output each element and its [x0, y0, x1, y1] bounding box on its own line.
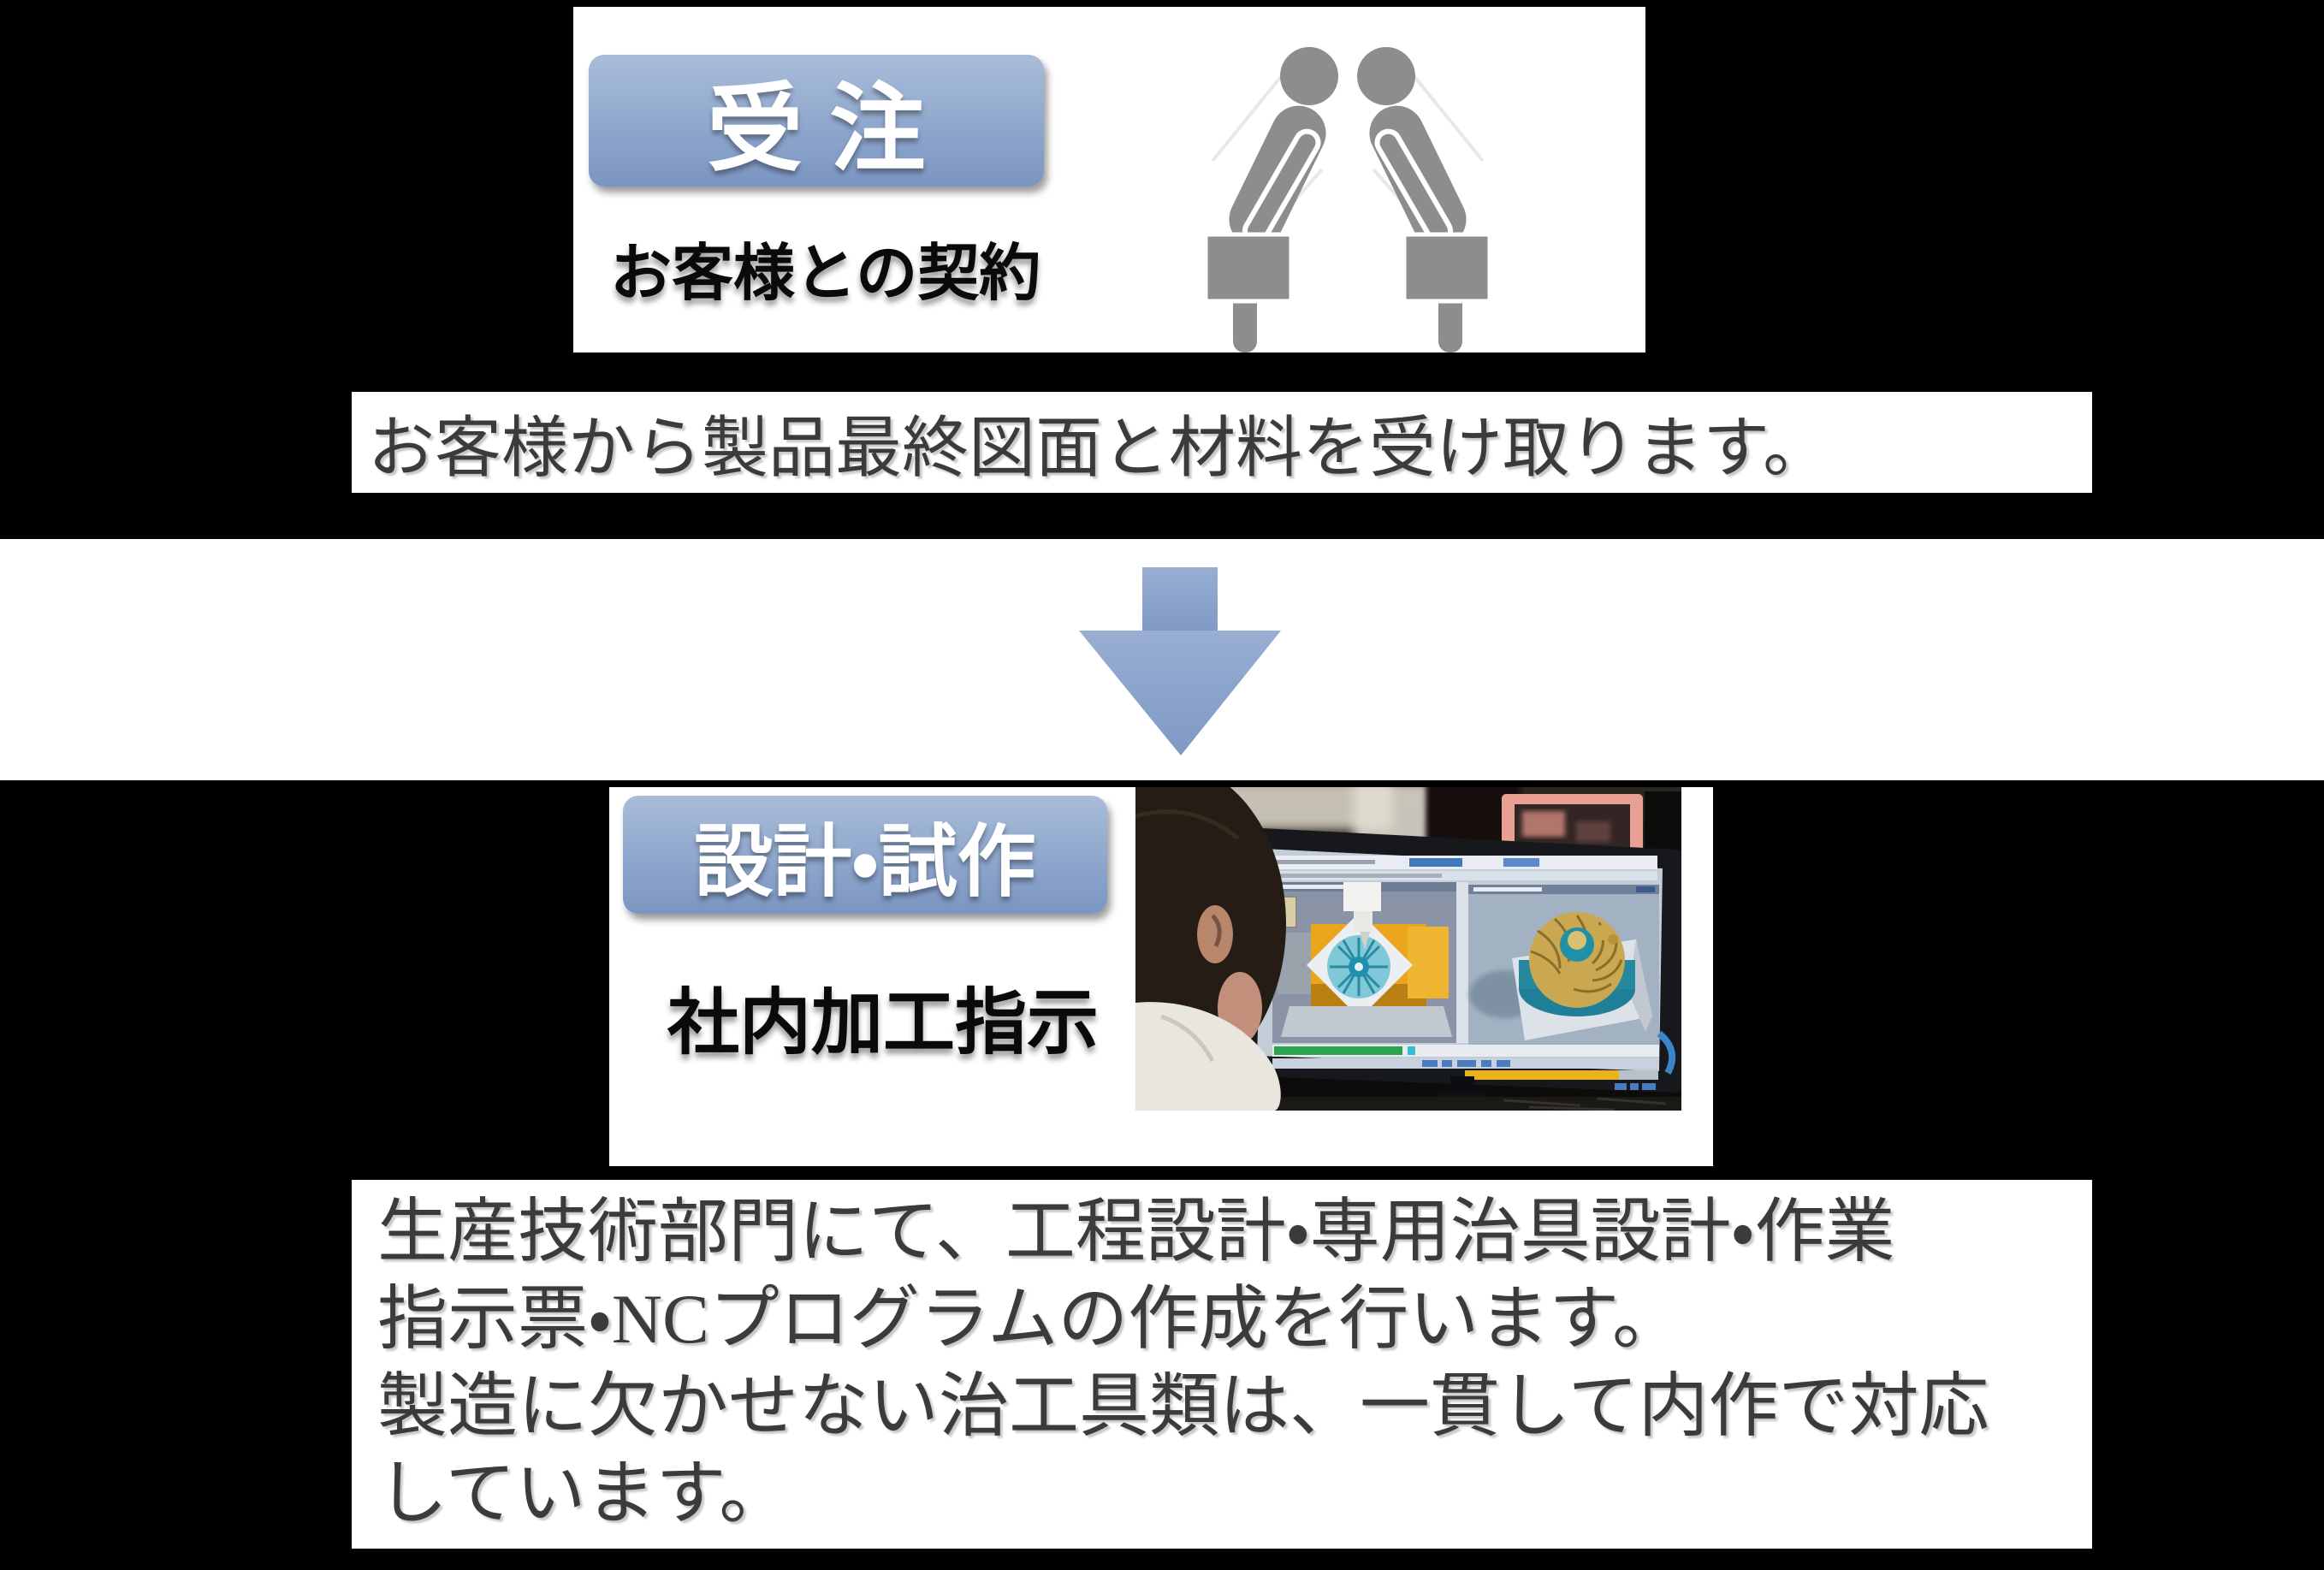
- step2-design-badge: 設計・試作: [623, 796, 1107, 914]
- step2-note-box: 生産技術部門にて、工程設計・専用治具設計・作業 指示票・NCプログラムの作成を行…: [352, 1180, 2092, 1549]
- step1-badge-label: 受注: [707, 75, 953, 182]
- step1-note-text: お客様から製品最終図面と材料を受け取ります。: [368, 411, 1830, 485]
- step2-badge-label: 設計・試作: [694, 818, 1036, 906]
- step2-card: 設計・試作 社内加工指示: [609, 787, 1713, 1166]
- step2-instruction-label: 社内加工指示: [667, 982, 1100, 1063]
- step1-contract-label: お客様との契約: [610, 240, 1041, 308]
- engineer-cam-workstation-photo: [1135, 787, 1681, 1111]
- step1-card: 受注 お客様との契約: [573, 7, 1645, 353]
- down-arrow-icon: [1079, 567, 1281, 755]
- step1-order-badge: 受注: [589, 55, 1044, 187]
- step2-note-line: 生産技術部門にて、工程設計・専用治具設計・作業: [377, 1193, 1895, 1271]
- arrow-band: [0, 539, 2324, 780]
- step1-note-strip: お客様から製品最終図面と材料を受け取ります。: [352, 392, 2092, 493]
- step2-note-line: 指示票・NCプログラムの作成を行います。: [377, 1280, 1683, 1358]
- step2-note-line: 製造に欠かせない治工具類は、一貫して内作で対応: [377, 1367, 1989, 1445]
- step2-note-line: しています。: [377, 1454, 790, 1532]
- bowing-businessmen-icon: [1203, 47, 1492, 353]
